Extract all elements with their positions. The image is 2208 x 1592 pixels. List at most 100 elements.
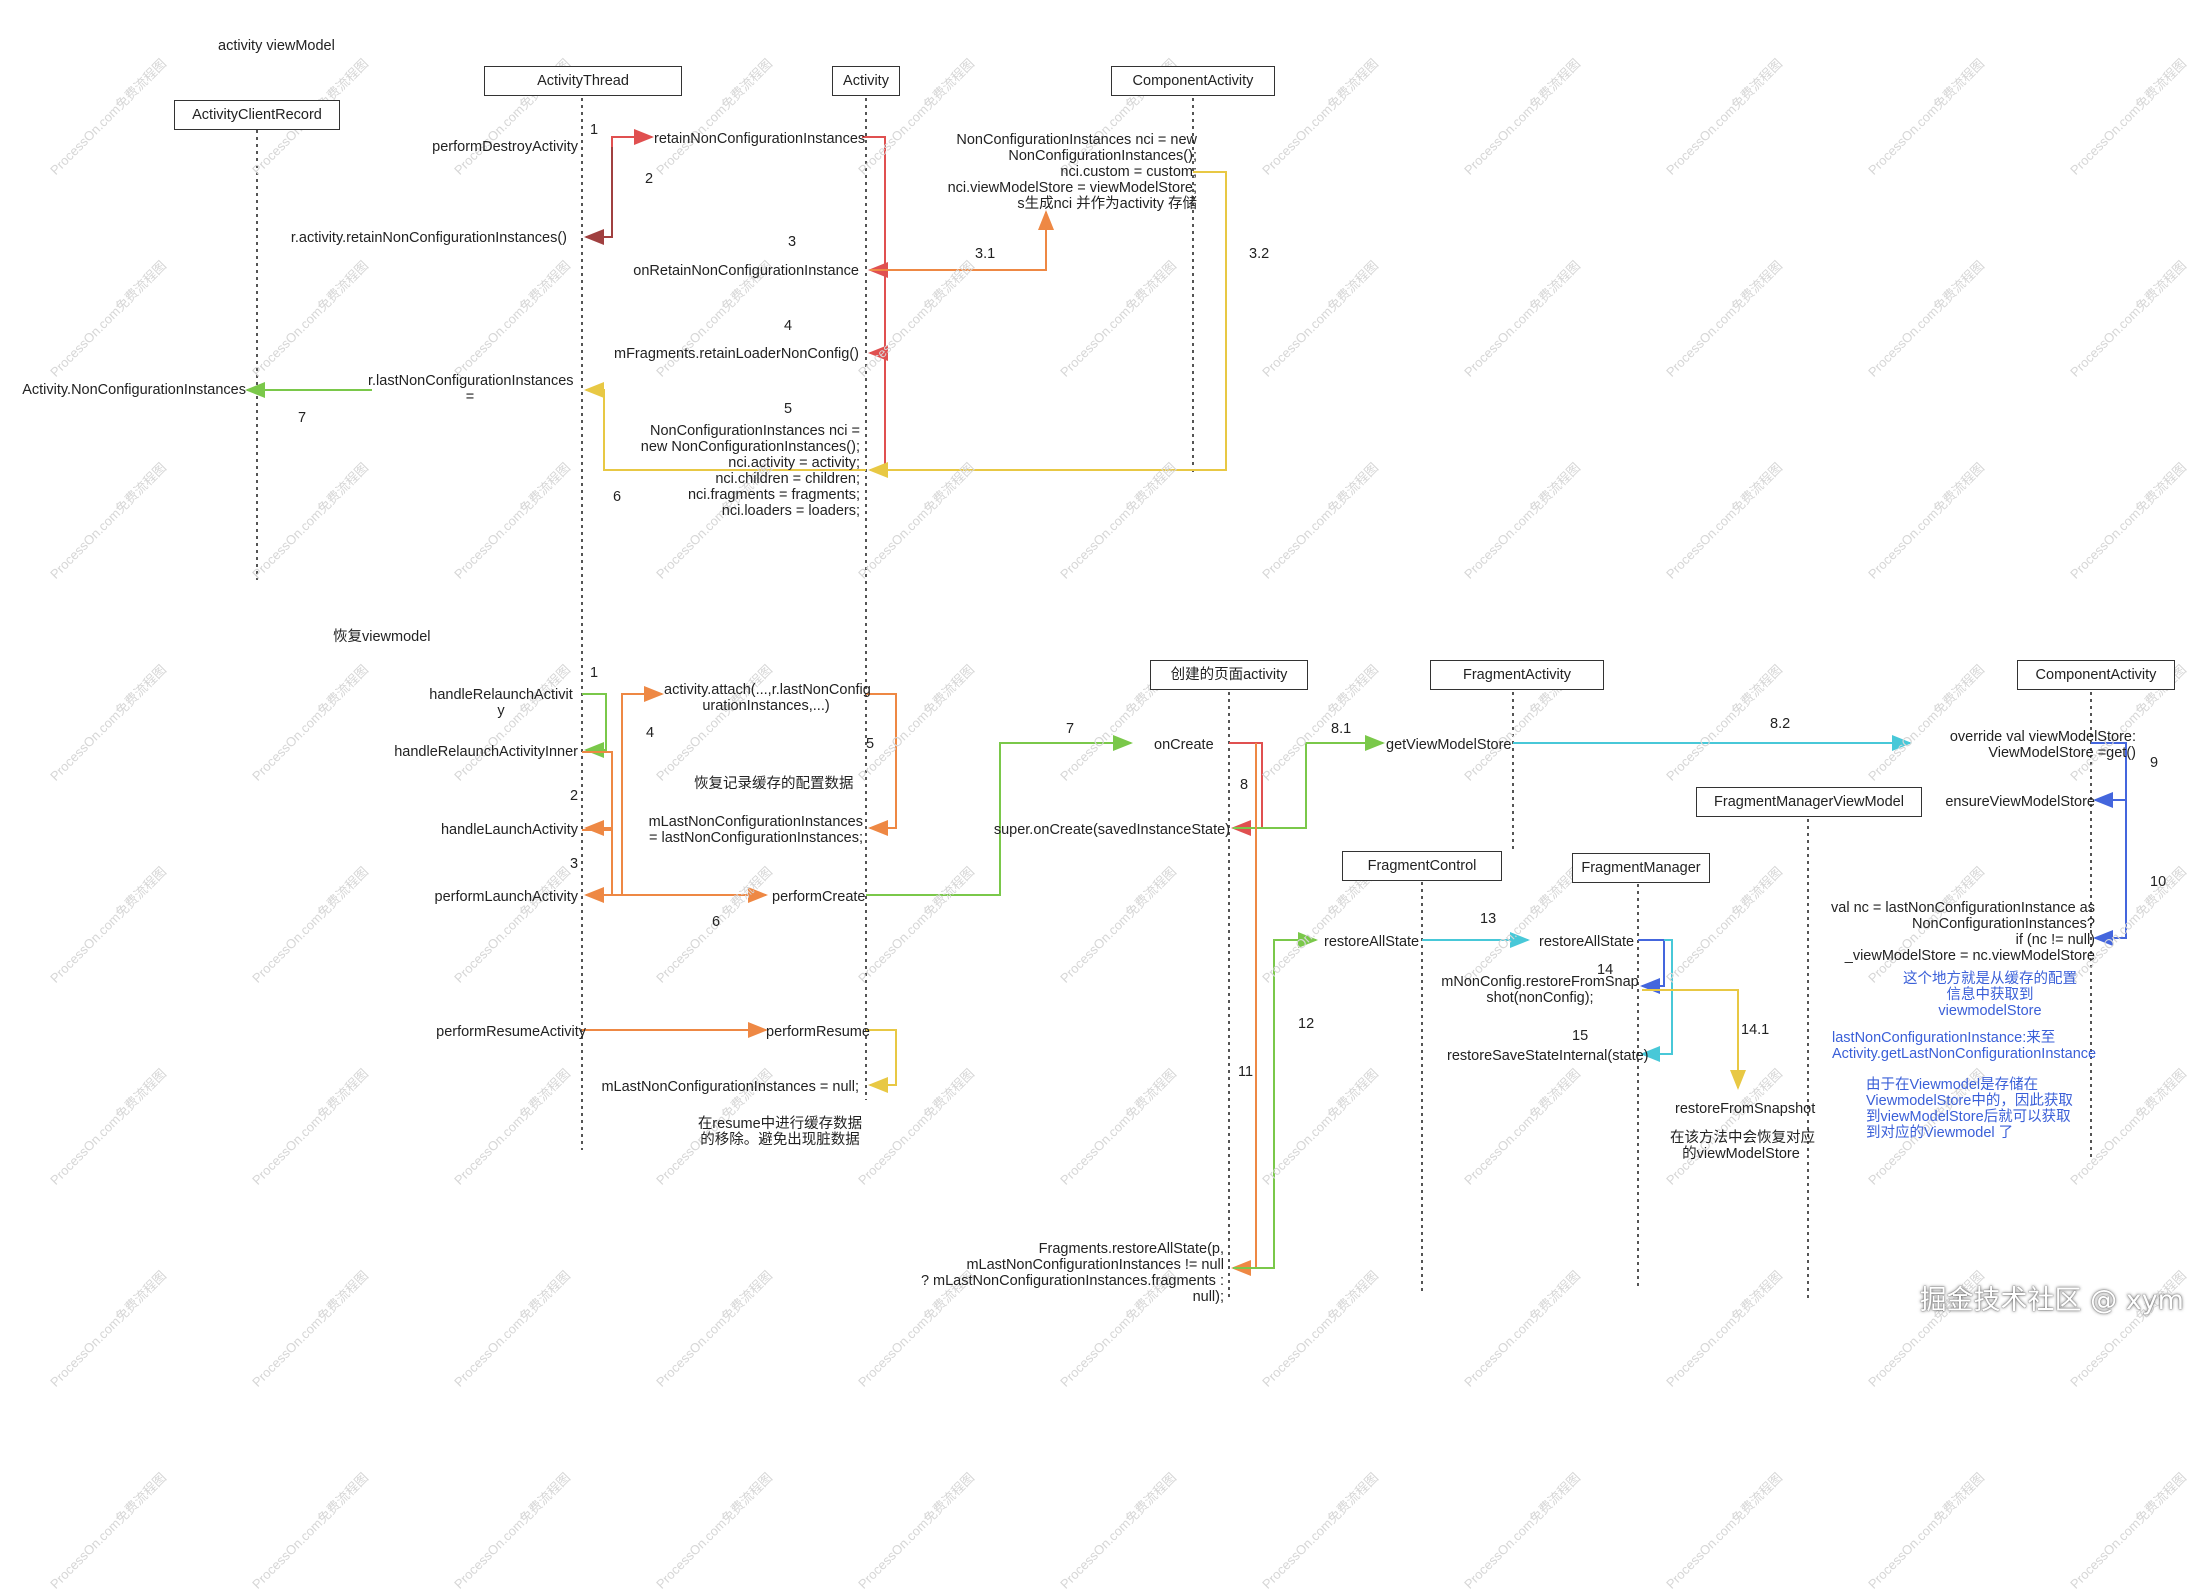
arrow-s2-3: [582, 829, 613, 903]
num-s1-3: 3: [788, 234, 797, 250]
watermark-text: ProcessOn.com免费流程图: [1057, 1469, 1180, 1592]
label-resume-note-line1: 在resume中进行缓存数据: [697, 1116, 863, 1132]
fragments-restore-line: mLastNonConfigurationInstances != null: [966, 1257, 1224, 1273]
ca-note-line: NonConfigurationInstances nci = new: [956, 132, 1197, 148]
label-r-activity-retain: r.activity.retainNonConfigurationInstanc…: [290, 230, 567, 246]
num-s2-10: 10: [2150, 874, 2167, 890]
label-resume-note-line2: 的移除。避免出现脏数据: [700, 1132, 860, 1148]
num-s2-6: 6: [712, 914, 721, 930]
label-nci-block: NonConfigurationInstances nci =new NonCo…: [641, 423, 860, 519]
num-s2-14-1: 14.1: [1741, 1022, 1770, 1038]
val-nc-line: if (nc != null): [2015, 932, 2095, 948]
label-activity-attach-line1: activity.attach(...,r.lastNonConfig: [664, 682, 871, 698]
label-retain-nci: retainNonConfigurationInstances: [654, 131, 866, 147]
label-restore-save-state-internal: restoreSaveStateInternal(state): [1447, 1048, 1649, 1064]
label-override-viewmodelstore: override val viewModelStore: ViewModelSt…: [1950, 729, 2136, 761]
watermark-text: ProcessOn.com免费流程图: [1259, 1469, 1382, 1592]
watermark-text: ProcessOn.com免费流程图: [1663, 1469, 1786, 1592]
label-mlast-assign: mLastNonConfigurationInstances = lastNon…: [649, 814, 863, 846]
label-get-viewmodelstore: getViewModelStore: [1386, 737, 1512, 753]
num-s2-13: 13: [1480, 911, 1497, 927]
label-r-last-nci: r.lastNonConfigurationInstances =: [368, 373, 574, 405]
box-activity-client-record: ActivityClientRecord: [174, 100, 340, 130]
box-created-activity: 创建的页面activity: [1150, 660, 1308, 690]
nci-block-line: nci.loaders = loaders;: [721, 503, 860, 519]
label-activity-attach-line2: urationInstances,...): [702, 698, 830, 714]
arrow-mlast-null: [866, 1029, 897, 1093]
num-s2-8-2: 8.2: [1770, 716, 1791, 732]
label-override-line2: ViewModelStore =get(): [1988, 745, 2136, 761]
num-s2-11: 11: [1238, 1064, 1254, 1080]
val-nc-line: _viewModelStore = nc.viewModelStore: [1844, 948, 2095, 964]
label-perform-create: performCreate: [772, 889, 866, 905]
label-resume-note: 在resume中进行缓存数据 的移除。避免出现脏数据: [662, 1116, 898, 1148]
label-snapshot-note: 在该方法中会恢复对应 的viewModelStore: [1670, 1130, 1815, 1162]
num-s2-8: 8: [1240, 777, 1249, 793]
lifelines: [256, 98, 2092, 1300]
arrow-s2-15: [1640, 939, 1673, 1062]
box-fragment-manager-viewmodel: FragmentManagerViewModel: [1696, 787, 1922, 817]
num-s2-7: 7: [1066, 721, 1075, 737]
diagram-canvas: [245, 98, 2127, 1300]
label-ensure-viewmodelstore: ensureViewModelStore: [1945, 794, 2095, 810]
num-s1-1: 1: [590, 122, 599, 138]
label-handle-relaunch: handleRelaunchActivit y: [424, 687, 578, 719]
arrow-s2-9: [2091, 742, 2127, 808]
arrow-s2-5: [866, 693, 897, 836]
num-s1-7: 7: [298, 410, 307, 426]
label-restore-cached: 恢复记录缓存的配置数据: [694, 776, 854, 792]
blue-note-2-line: Activity.getLastNonConfigurationInstance: [1832, 1046, 2097, 1062]
num-s2-3: 3: [570, 856, 579, 872]
num-s1-4: 4: [784, 318, 793, 334]
arrow-s2-7: [866, 735, 1133, 896]
label-perform-launch: performLaunchActivity: [434, 889, 578, 905]
arrow-3-2: [868, 171, 1227, 478]
label-handle-relaunch-inner: handleRelaunchActivityInner: [394, 744, 578, 760]
label-mnonconfig-line2: shot(nonConfig);: [1486, 990, 1594, 1006]
label-super-on-create: super.onCreate(savedInstanceState): [993, 822, 1230, 838]
ca-note-line: NonConfigurationInstances();: [1008, 148, 1197, 164]
val-nc-line: val nc = lastNonConfigurationInstance as: [1831, 900, 2095, 916]
watermark-text: ProcessOn.com免费流程图: [1865, 1469, 1988, 1592]
num-s2-8-1: 8.1: [1331, 721, 1352, 737]
brand-watermark: 掘金技术社区 @ xym: [1919, 1285, 2184, 1316]
label-perform-resume-activity: performResumeActivity: [436, 1024, 586, 1040]
watermark-text: ProcessOn.com免费流程图: [249, 1469, 372, 1592]
num-s2-4: 4: [646, 725, 655, 741]
val-nc-line: NonConfigurationInstances?: [1912, 916, 2095, 932]
box-activity-thread: ActivityThread: [484, 66, 682, 96]
ca-note-line: nci.custom = custom;: [1060, 164, 1197, 180]
label-activity-attach: activity.attach(...,r.lastNonConfig urat…: [664, 682, 871, 714]
blue-note-1-line: 信息中获取到: [1946, 987, 2034, 1003]
watermark-text: ProcessOn.com免费流程图: [47, 1469, 170, 1592]
box-fragment-control: FragmentControl: [1342, 851, 1502, 881]
label-mlast-assign-line2: = lastNonConfigurationInstances;: [648, 830, 863, 846]
num-s2-9: 9: [2150, 755, 2159, 771]
num-s2-12: 12: [1298, 1016, 1315, 1032]
arrow-1: [611, 129, 654, 147]
num-s2-1: 1: [590, 665, 599, 681]
label-mnonconfig-line1: mNonConfig.restoreFromSnap: [1441, 974, 1639, 990]
fragments-restore-line: Fragments.restoreAllState(p,: [1038, 1241, 1224, 1257]
label-activity-nci: Activity.NonConfigurationInstances: [22, 382, 246, 398]
label-val-nc: val nc = lastNonConfigurationInstance as…: [1831, 900, 2095, 964]
fragments-restore-line: ? mLastNonConfigurationInstances.fragmen…: [920, 1273, 1224, 1289]
watermark-text: ProcessOn.com免费流程图: [855, 1469, 978, 1592]
label-snapshot-note-line1: 在该方法中会恢复对应: [1670, 1130, 1815, 1146]
num-s1-3-2: 3.2: [1249, 246, 1270, 262]
arrow-s2-4: [612, 686, 664, 896]
nci-block-line: new NonConfigurationInstances();: [640, 439, 860, 455]
box-fragment-manager: FragmentManager: [1572, 853, 1710, 883]
blue-note-1-line: viewmodelStore: [1938, 1003, 2042, 1019]
nci-block-line: nci.children = children;: [715, 471, 860, 487]
blue-note-3-line: 到viewModelStore后就可以获取: [1866, 1109, 2071, 1125]
arrow-s2-2: [582, 751, 613, 836]
num-s2-14: 14: [1597, 962, 1614, 978]
label-handle-launch: handleLaunchActivity: [440, 822, 578, 838]
num-s2-2: 2: [570, 788, 579, 804]
arrow-s2-11: [1231, 743, 1257, 1276]
num-s1-6: 6: [613, 489, 622, 505]
